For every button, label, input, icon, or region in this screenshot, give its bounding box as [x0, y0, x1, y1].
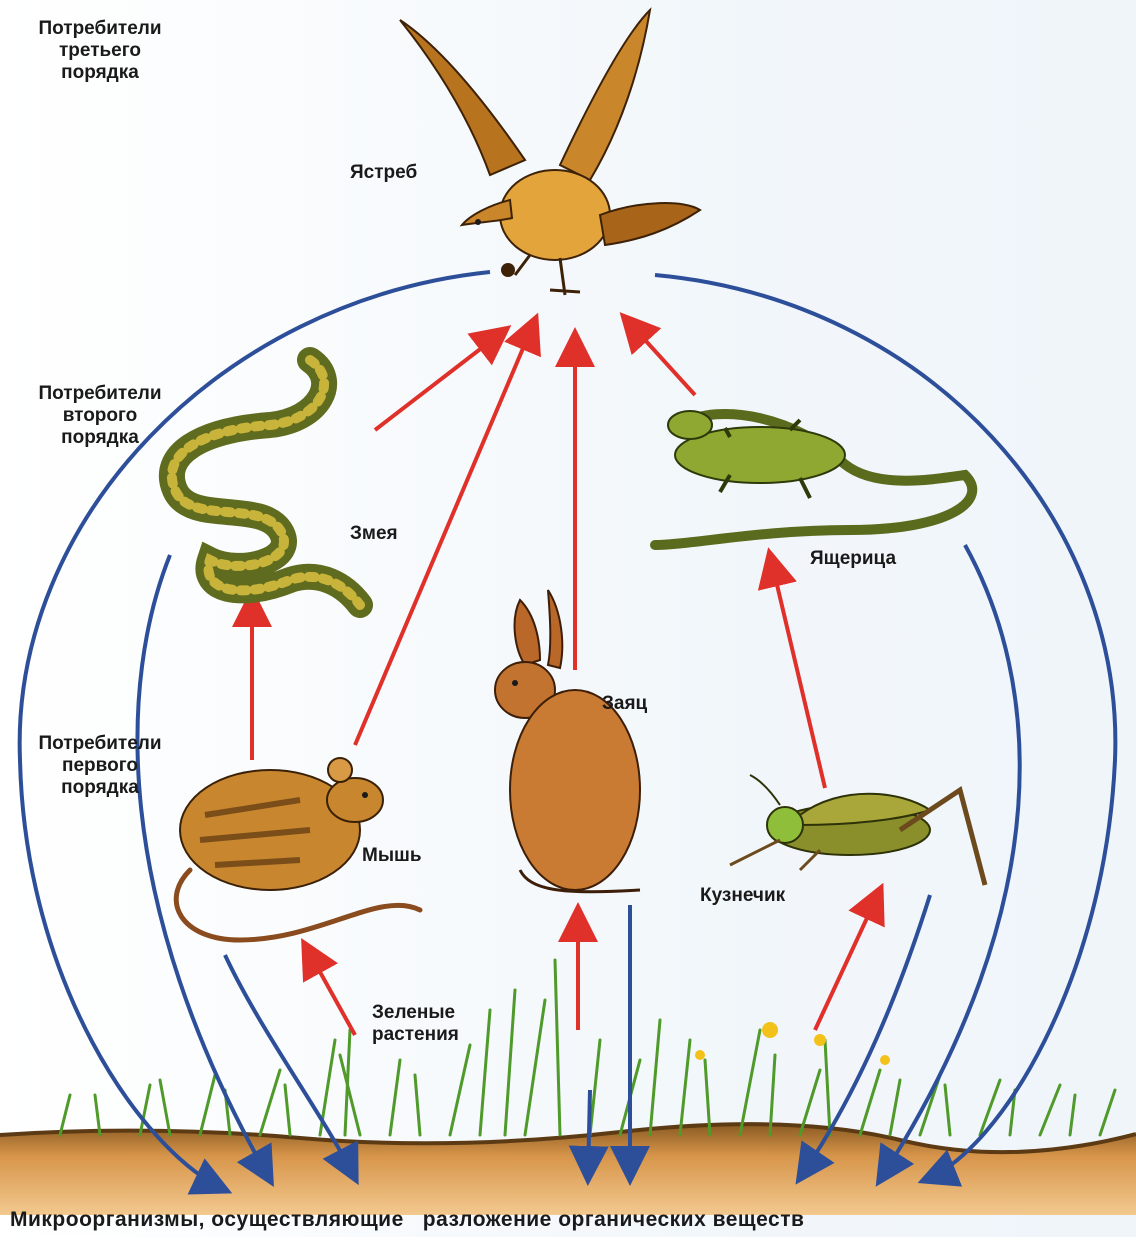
primary-line-2: первого — [62, 755, 138, 776]
secondary-line-2: второго — [63, 405, 138, 426]
background-band — [780, 0, 1136, 1237]
label-lizard: Ящерица — [810, 548, 896, 570]
label-grasshopper: Кузнечик — [700, 885, 785, 907]
tertiary-line-2: третьего — [59, 40, 141, 61]
secondary-line-1: Потребители — [38, 383, 161, 404]
label-primary-consumers: Потребители первого порядка — [5, 733, 195, 799]
label-green-plants: Зеленые растения — [372, 1002, 512, 1046]
tertiary-line-1: Потребители — [38, 18, 161, 39]
secondary-line-3: порядка — [61, 427, 139, 448]
tertiary-line-3: порядка — [61, 62, 139, 83]
primary-line-1: Потребители — [38, 733, 161, 754]
label-hawk: Ястреб — [350, 162, 417, 184]
label-snake: Змея — [350, 523, 398, 545]
label-mouse: Мышь — [362, 845, 422, 867]
primary-line-3: порядка — [61, 777, 139, 798]
label-hare: Заяц — [602, 693, 647, 715]
label-secondary-consumers: Потребители второго порядка — [5, 383, 195, 449]
arrow-hare-down-2 — [588, 1090, 590, 1178]
plants-line-2: растения — [372, 1024, 459, 1045]
label-tertiary-consumers: Потребители третьего порядка — [5, 18, 195, 84]
label-decomposers: Микроорганизмы, осуществляющие разложени… — [10, 1208, 804, 1232]
plants-line-1: Зеленые — [372, 1002, 455, 1023]
